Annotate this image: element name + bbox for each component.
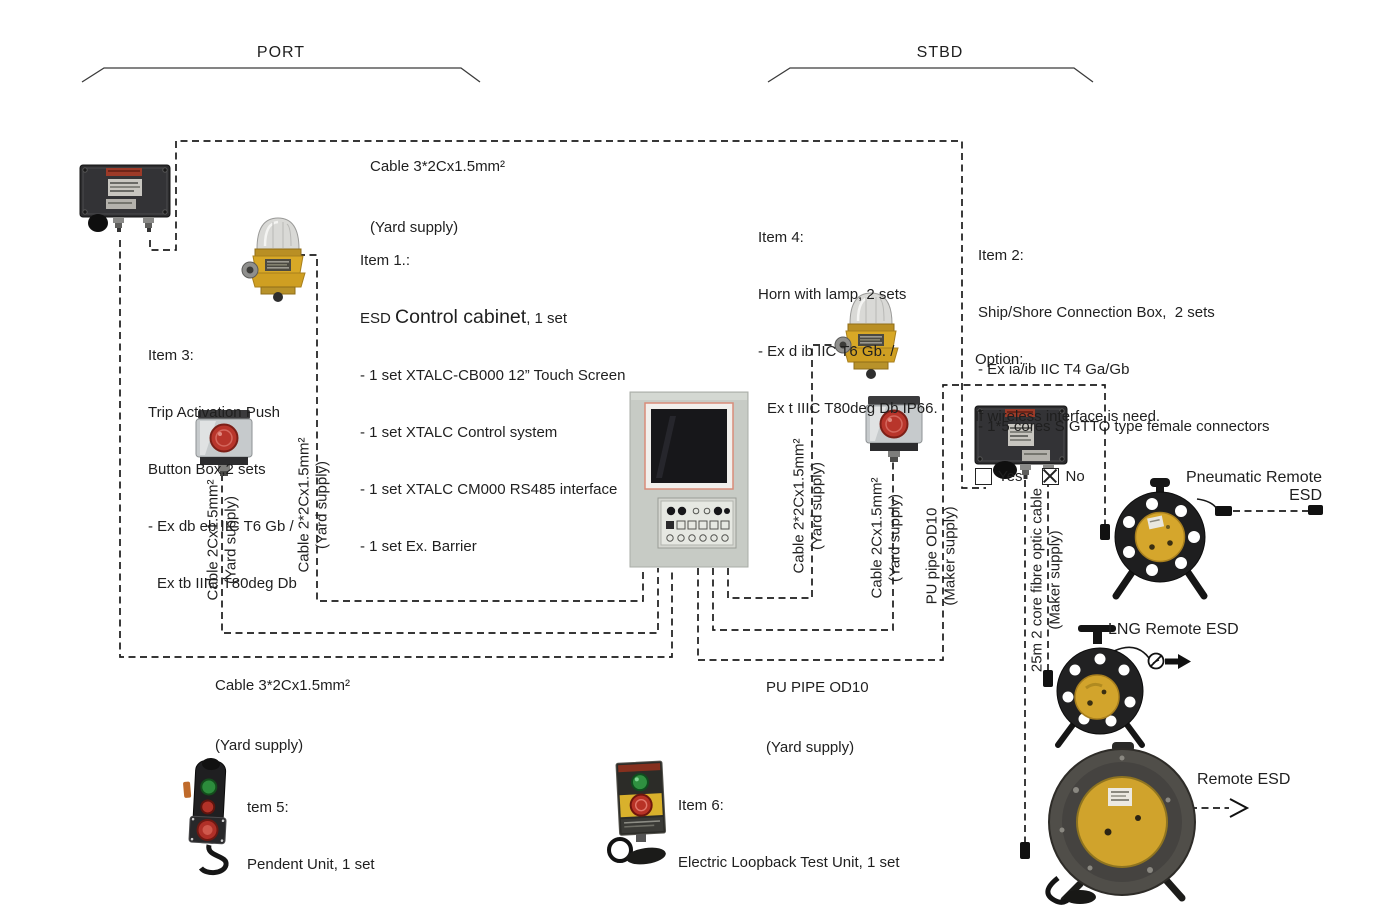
lng-reel-cable xyxy=(1113,646,1150,659)
loopback-unit-photo xyxy=(607,760,667,865)
item3-text: Item 3: Trip Activation Push Button Box,… xyxy=(148,347,297,592)
item1-title: Item 1.: xyxy=(360,252,411,269)
cable-label-stbd-button: Cable 2Cx1.5mm² (Yard supply) xyxy=(868,477,904,599)
cable-port-horn-route xyxy=(298,254,644,602)
gland-large xyxy=(993,461,1017,479)
item6-text: Item 6: Electric Loopback Test Unit, 1 s… xyxy=(678,758,929,911)
gland-small-1 xyxy=(1020,464,1031,479)
trip-button-box-port xyxy=(195,410,253,476)
lng-remote-esd-label: LNG Remote ESD xyxy=(1108,621,1239,638)
item1-text: Item 1.: ESD Control cabinet, 1 set - 1 … xyxy=(360,252,626,555)
cable-label-stbd-horn: Cable 2*2Cx1.5mm² (Yard supply) xyxy=(790,438,826,574)
pneumatic-reel-cable xyxy=(1196,498,1218,510)
port-bracket xyxy=(81,67,481,83)
stbd-bracket-label: STBD xyxy=(916,44,964,61)
lng-reel xyxy=(1055,625,1145,748)
option-text: If wireless interface is need. xyxy=(975,408,1161,425)
cable-label-pu-maker: PU pipe OD10 (Maker supply) xyxy=(923,506,959,606)
fibre-plug-long xyxy=(1020,842,1030,859)
item1-name: ESD Control cabinet, 1 set xyxy=(360,306,568,328)
cable-label-fibre-optic: 25m 2 core fibre optic cable (Maker supp… xyxy=(1028,487,1064,673)
item5-title: tem 5: xyxy=(247,799,289,816)
lng-connector-symbol xyxy=(1147,652,1165,670)
pneumatic-reel xyxy=(1112,478,1208,600)
option-block: Option: If wireless interface is need. Y… xyxy=(975,312,1160,524)
cable-label-pu-yard: PU PIPE OD10 (Yard supply) xyxy=(766,679,869,756)
item2-title: Item 2: xyxy=(978,247,1024,264)
cable-stbd-button-route xyxy=(712,460,894,631)
cable-top-route xyxy=(149,140,986,489)
pneumatic-plug-2 xyxy=(1308,505,1323,515)
stbd-bracket xyxy=(767,67,1094,83)
trip-button-box-stbd xyxy=(865,396,923,462)
gland-large xyxy=(88,214,108,232)
item3-title: Item 3: xyxy=(148,347,194,364)
pendant-unit-photo xyxy=(183,758,229,875)
port-bracket-label: PORT xyxy=(256,44,306,61)
item2-text: Item 2: Ship/Shore Connection Box, 2 set… xyxy=(978,247,1270,435)
remote-esd-reel xyxy=(1045,742,1196,905)
cable-label-top: Cable 3*2Cx1.5mm² (Yard supply) xyxy=(370,158,506,236)
horn-with-lamp-stbd xyxy=(834,292,899,379)
option-title: Option: xyxy=(975,351,1024,368)
cable-label-port-horn: Cable 2*2Cx1.5mm² (Yard supply) xyxy=(295,437,331,573)
item4-text: Item 4: Horn with lamp, 2 sets - Ex d ib… xyxy=(758,229,938,417)
esd-control-cabinet xyxy=(629,391,749,568)
pneumatic-remote-esd-label: Pneumatic Remote ESD xyxy=(1185,469,1322,504)
cable-port-button-route xyxy=(221,474,659,634)
cable-label-bottom-left: Cable 3*2Cx1.5mm² (Yard supply) xyxy=(215,677,351,754)
gland-small-2 xyxy=(143,217,154,232)
pu-pipe-plug xyxy=(1100,524,1110,540)
option-yes-label: Yes xyxy=(998,468,1023,485)
junction-box-port xyxy=(79,164,171,232)
gland-small-1 xyxy=(113,217,124,232)
pneumatic-plug-1 xyxy=(1215,506,1232,516)
lng-arrow xyxy=(1165,654,1191,669)
option-no-checkbox[interactable] xyxy=(1042,468,1060,485)
pu-pipe-route xyxy=(697,384,1106,661)
connection-box-stbd xyxy=(974,405,1068,479)
control-panel-buttons xyxy=(666,506,730,542)
remote-esd-arrow xyxy=(1229,798,1250,818)
cable-bottomleft-route xyxy=(119,240,673,658)
item5-text: tem 5: Pendent Unit, 1 set - Enclosure: … xyxy=(247,760,519,911)
item6-title: Item 6: xyxy=(678,797,724,814)
cable-label-port-button: Cable 2Cx1.5mm² (Yard supply) xyxy=(204,479,240,601)
fibre-plug-short xyxy=(1043,670,1053,687)
option-yes-checkbox[interactable] xyxy=(975,468,992,485)
option-no-label: No xyxy=(1065,468,1085,485)
item4-title: Item 4: xyxy=(758,229,804,246)
remote-esd-label: Remote ESD xyxy=(1197,771,1291,788)
horn-with-lamp-port xyxy=(241,217,306,302)
